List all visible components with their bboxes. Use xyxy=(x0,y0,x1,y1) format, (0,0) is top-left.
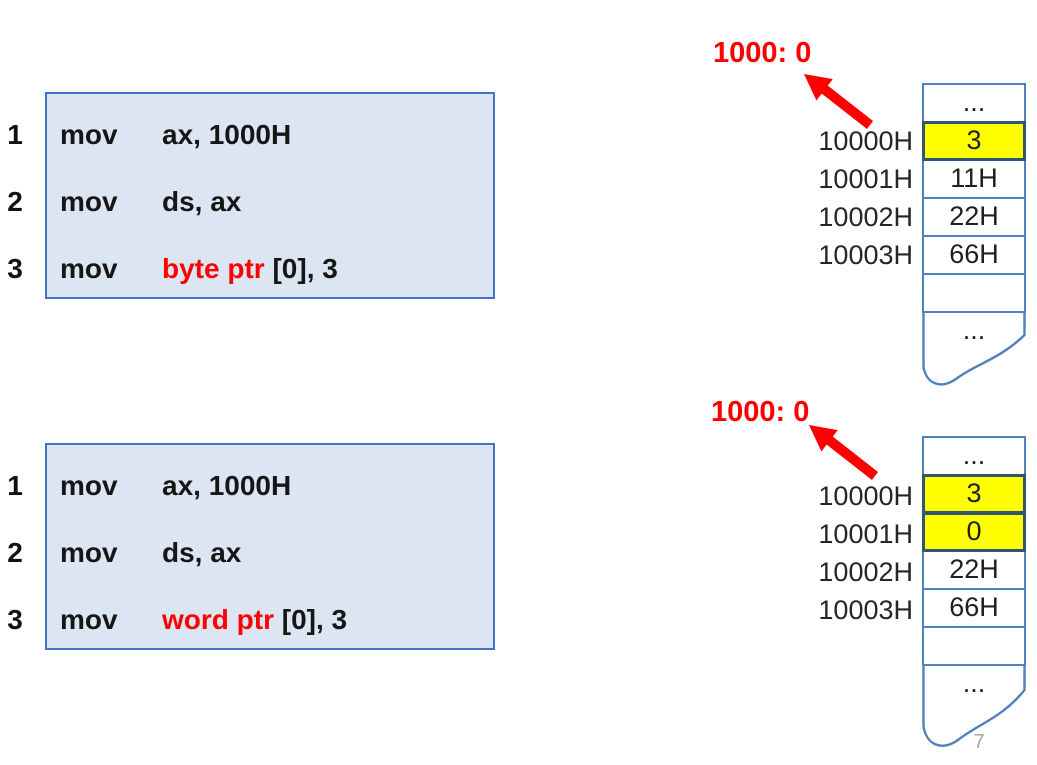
line-number-gutter: 1 2 3 xyxy=(0,452,30,653)
page-number: 7 xyxy=(973,731,985,753)
mnemonic: mov xyxy=(60,604,118,635)
memory-table: ... 3 0 22H 66H ... xyxy=(922,436,1026,754)
address-label: 10003H xyxy=(818,240,913,270)
address-label: 10000H xyxy=(818,481,913,511)
memory-cell-empty xyxy=(922,626,1026,666)
code-line: mov ds, ax xyxy=(47,168,493,235)
memory-cell-highlighted: 3 xyxy=(922,121,1026,161)
memory-cell-ellipsis: ... xyxy=(922,436,1026,476)
operand: [0], 3 xyxy=(264,253,338,284)
torn-edge-icon xyxy=(922,311,1026,386)
memory-cell-ellipsis: ... xyxy=(922,83,1026,123)
line-number: 1 xyxy=(7,119,23,150)
segment-offset-label: 1000: 0 xyxy=(711,396,810,428)
address-label: 10001H xyxy=(818,519,913,549)
code-line: mov ds, ax xyxy=(47,519,493,586)
red-arrow-icon xyxy=(804,74,874,129)
mnemonic: mov xyxy=(60,253,118,284)
line-number: 2 xyxy=(7,537,23,568)
code-line: mov word ptr [0], 3 xyxy=(47,586,493,653)
operand: ds, ax xyxy=(162,186,242,217)
line-number-gutter: 1 2 3 xyxy=(0,101,30,302)
address-label: 10003H xyxy=(818,595,913,625)
mnemonic: mov xyxy=(60,470,118,501)
memory-cell-highlighted: 0 xyxy=(922,512,1026,552)
red-arrow-icon xyxy=(809,425,879,480)
code-box: mov ax, 1000H mov ds, ax mov word ptr [0], … xyxy=(45,443,495,650)
memory-cell-open-bottom: ... xyxy=(922,664,1026,754)
code-line: mov ax, 1000H xyxy=(47,101,493,168)
mnemonic: mov xyxy=(60,537,118,568)
memory-cell-ellipsis: ... xyxy=(962,668,986,698)
memory-cell-empty xyxy=(922,273,1026,313)
memory-table: ... 3 11H 22H 66H ... xyxy=(922,83,1026,391)
operand: ds, ax xyxy=(162,537,242,568)
memory-cell-open-bottom: ... xyxy=(922,311,1026,391)
memory-cell: 66H xyxy=(922,235,1026,275)
memory-cell: 22H xyxy=(922,550,1026,590)
memory-cell-highlighted: 3 xyxy=(922,474,1026,514)
code-block-word-ptr: 1 2 3 mov ax, 1000H mov ds, ax mov word ptr… xyxy=(0,443,500,650)
code-line: mov byte ptr [0], 3 xyxy=(47,235,493,302)
memory-cell: 66H xyxy=(922,588,1026,628)
mnemonic: mov xyxy=(60,186,118,217)
memory-cell: 22H xyxy=(922,197,1026,237)
memory-cell-ellipsis: ... xyxy=(962,315,986,345)
mnemonic: mov xyxy=(60,119,118,150)
line-number: 2 xyxy=(7,186,23,217)
memory-cell: 11H xyxy=(922,159,1026,199)
torn-edge-icon xyxy=(922,664,1026,747)
segment-offset-label: 1000: 0 xyxy=(713,37,812,69)
operand-highlight: byte ptr xyxy=(162,253,265,284)
code-box: mov ax, 1000H mov ds, ax mov byte ptr [0], … xyxy=(45,92,495,299)
line-number: 3 xyxy=(7,253,23,284)
code-line: mov ax, 1000H xyxy=(47,452,493,519)
code-block-byte-ptr: 1 2 3 mov ax, 1000H mov ds, ax mov byte ptr… xyxy=(0,92,500,299)
address-label: 10002H xyxy=(818,202,913,232)
operand-highlight: word ptr xyxy=(162,604,274,635)
operand: ax, 1000H xyxy=(162,119,292,150)
operand: ax, 1000H xyxy=(162,470,292,501)
line-number: 1 xyxy=(7,470,23,501)
line-number: 3 xyxy=(7,604,23,635)
operand: [0], 3 xyxy=(274,604,348,635)
address-label: 10001H xyxy=(818,164,913,194)
address-label: 10000H xyxy=(818,126,913,156)
address-label: 10002H xyxy=(818,557,913,587)
